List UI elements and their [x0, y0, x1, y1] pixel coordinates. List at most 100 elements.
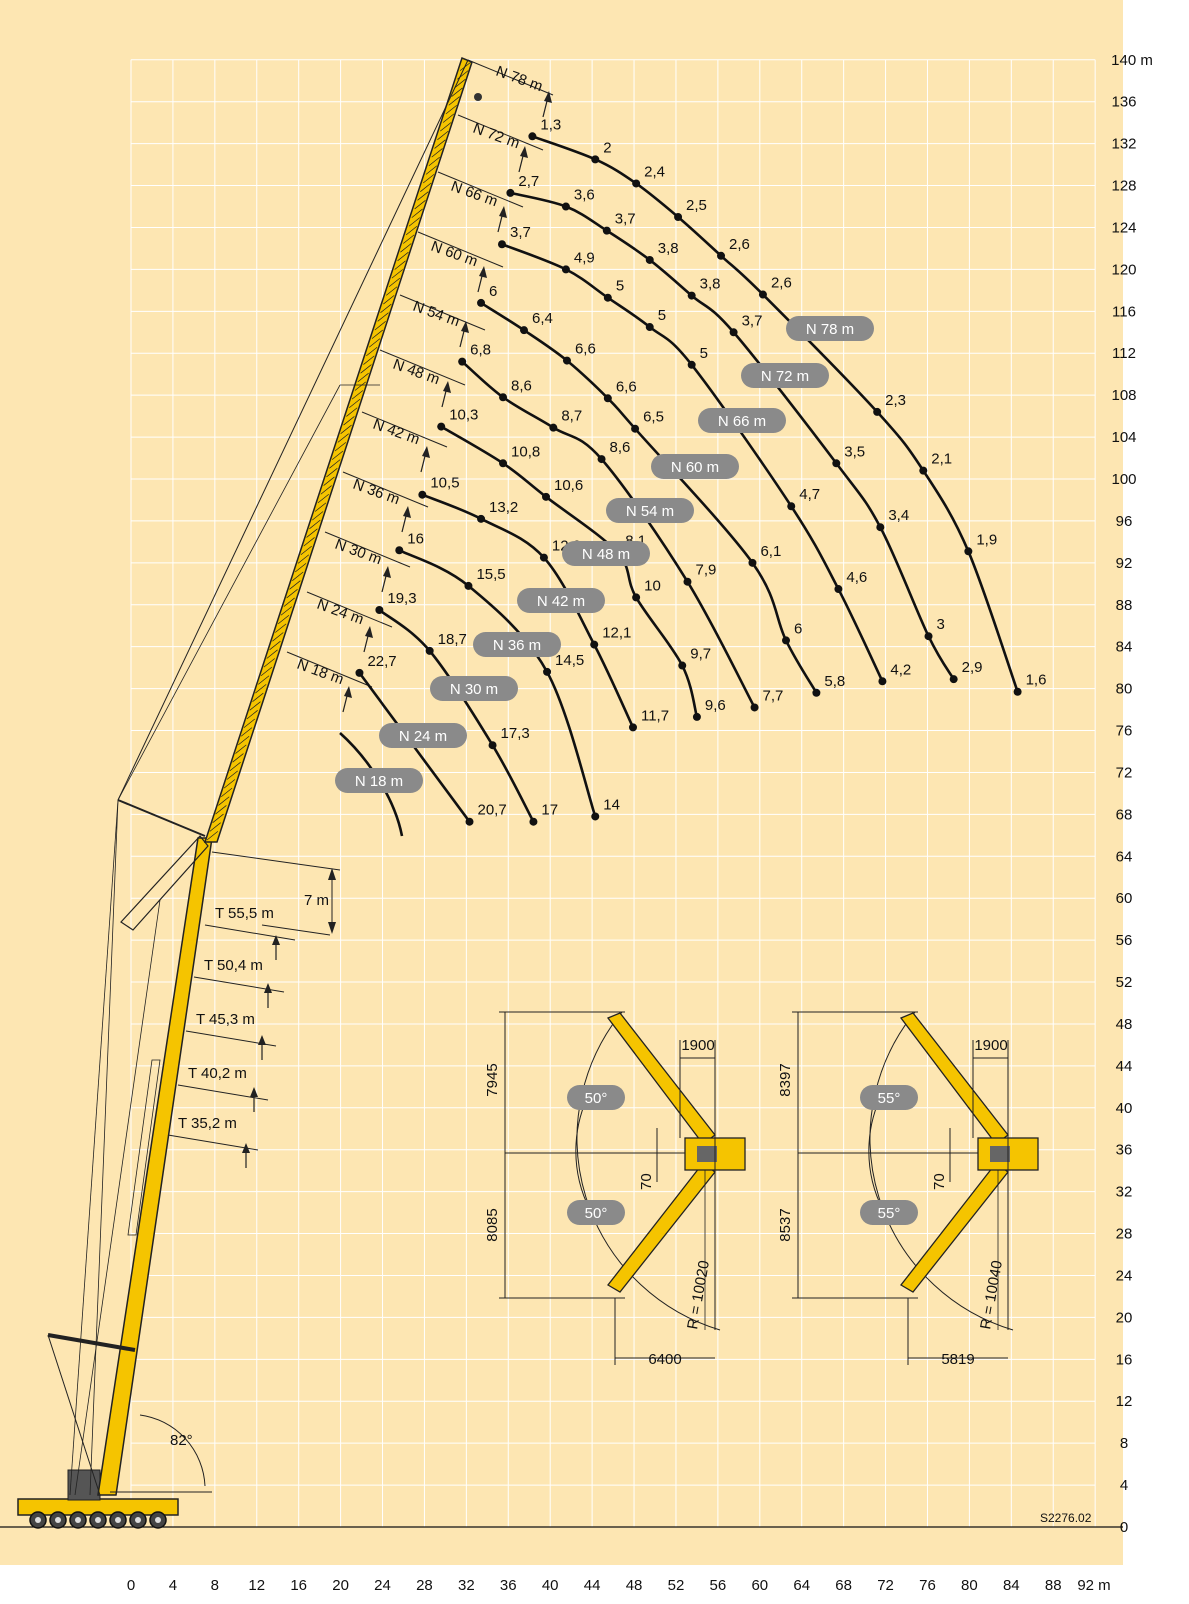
y-tick-label: 16	[1116, 1351, 1133, 1368]
data-point	[597, 455, 606, 464]
telescope-dimension-line	[177, 1084, 269, 1101]
data-point-label: 3,7	[742, 312, 763, 329]
y-tick-label: 120	[1111, 261, 1136, 278]
data-point-label: 3,8	[700, 276, 721, 293]
y-tick-label: 104	[1111, 429, 1136, 446]
data-point-label: 2,6	[729, 236, 750, 253]
x-tick-label: 48	[626, 1577, 643, 1594]
y-tick-label: 92	[1116, 555, 1133, 572]
luffer-length-line	[467, 59, 554, 96]
data-point-label: 14,5	[555, 652, 584, 669]
angle-arc	[139, 1414, 206, 1487]
x-tick-label: 64	[793, 1577, 810, 1594]
y-tick-label: 60	[1116, 890, 1133, 907]
y-tick-label: 76	[1116, 723, 1133, 740]
data-point-label: 3,7	[510, 224, 531, 241]
data-point-label: 5,8	[824, 673, 845, 690]
curve-pill-label: N 36 m	[493, 637, 541, 654]
data-point-label: 5	[700, 345, 708, 362]
y-tick-label: 132	[1111, 136, 1136, 153]
data-point	[834, 585, 843, 594]
data-point	[520, 326, 528, 335]
dim-base-label: 6400	[648, 1351, 681, 1368]
y-tick-label: 0	[1120, 1519, 1128, 1536]
data-point	[876, 523, 885, 532]
y-tick-label: 4	[1120, 1477, 1128, 1494]
data-point	[678, 661, 687, 670]
y-tick-label: 64	[1116, 848, 1133, 865]
x-tick-label: 36	[500, 1577, 517, 1594]
arrow-up-icon	[328, 868, 336, 880]
guy-line	[89, 799, 119, 1496]
y-tick-label: 128	[1111, 178, 1136, 195]
y-tick-label: 56	[1116, 932, 1133, 949]
y-tick-label: 28	[1116, 1226, 1133, 1243]
reference-code: S2276.02	[1040, 1511, 1092, 1525]
luffer-length-label: N 36 m	[351, 476, 402, 509]
y-tick-label: 24	[1116, 1267, 1133, 1284]
x-tick-label: 76	[919, 1577, 936, 1594]
curve-pill-label: N 66 m	[718, 413, 766, 430]
radius-label: R = 10020	[684, 1259, 713, 1331]
data-point	[458, 357, 467, 366]
luffer-length-line	[342, 471, 429, 508]
outrigger-beam-top	[606, 1012, 716, 1145]
curve-pill	[786, 316, 874, 341]
luffer-length-line	[361, 411, 448, 448]
data-point-label: 7,9	[695, 562, 716, 579]
y-tick-label: 32	[1116, 1184, 1133, 1201]
x-tick-label: 24	[374, 1577, 391, 1594]
data-point	[645, 255, 654, 264]
hook-block-icon	[474, 93, 482, 101]
data-point-label: 9,7	[690, 646, 711, 663]
data-point	[528, 132, 537, 141]
angle-bottom-label: 55°	[878, 1205, 901, 1222]
arrow-up-icon	[365, 626, 373, 638]
x-tick-label: 32	[458, 1577, 475, 1594]
data-point	[561, 265, 570, 274]
data-point	[539, 553, 548, 562]
data-point	[543, 667, 552, 676]
luffer-length-label: N 66 m	[449, 178, 500, 211]
x-tick-label: 8	[211, 1577, 219, 1594]
data-point	[949, 675, 958, 684]
data-point-label: 6,5	[643, 409, 664, 426]
x-tick-label: 56	[710, 1577, 727, 1594]
angle-pill-bottom	[860, 1200, 918, 1225]
data-point	[590, 640, 599, 649]
offset-line	[261, 924, 331, 936]
x-tick-label: 16	[290, 1577, 307, 1594]
arrow-up-icon	[250, 1087, 258, 1097]
load-curve-n-24-m: 22,720,7N 24 m	[355, 653, 507, 826]
x-unit-label: 92 m	[1077, 1577, 1110, 1594]
data-point-label: 13,2	[489, 499, 518, 516]
wheel-hub-icon	[115, 1517, 121, 1523]
data-point	[964, 547, 973, 556]
boom-angle-label: 82°	[170, 1432, 193, 1449]
wheel-hub-icon	[155, 1517, 161, 1523]
data-point-label: 2,4	[644, 163, 665, 180]
dim-width-label: 1900	[974, 1037, 1007, 1054]
luffer-length-label: N 48 m	[391, 356, 442, 389]
chart-panel	[0, 0, 1123, 1565]
curve-pill-label: N 48 m	[582, 546, 630, 563]
data-point-label: 4,2	[890, 661, 911, 678]
data-point	[529, 817, 538, 826]
telescope-length-label: T 55,5 m	[215, 905, 274, 922]
data-point	[355, 668, 364, 677]
data-point-label: 8,6	[511, 377, 532, 394]
data-point-label: 2,5	[686, 197, 707, 214]
arrow-up-icon	[520, 146, 528, 158]
data-point-label: 3,8	[658, 240, 679, 257]
guy-line	[69, 799, 119, 1496]
data-point	[812, 688, 821, 697]
curve-pill-label: N 54 m	[626, 503, 674, 520]
data-point	[395, 546, 404, 555]
data-point	[1013, 687, 1022, 696]
data-point	[549, 423, 558, 432]
data-point-label: 2	[603, 139, 611, 156]
